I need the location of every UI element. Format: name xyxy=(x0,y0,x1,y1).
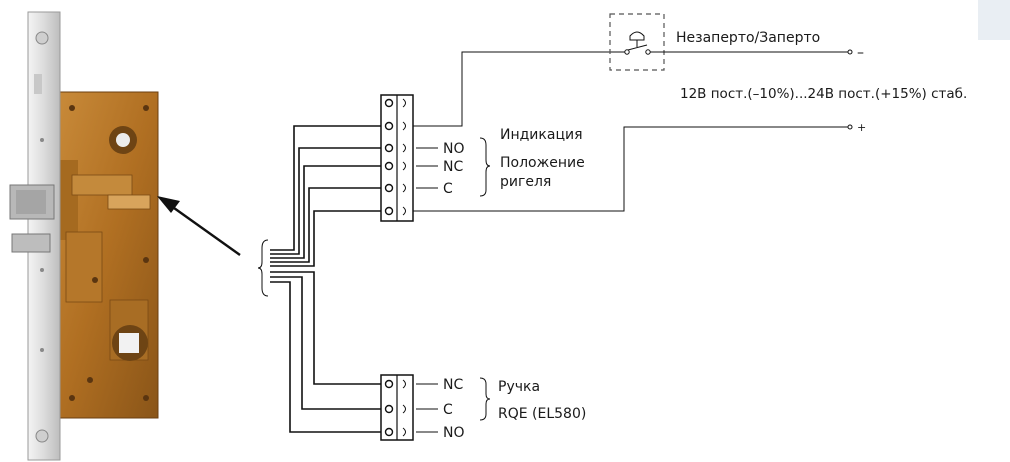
cable-bundle xyxy=(257,125,383,433)
indication-label: Индикация xyxy=(500,127,583,143)
lock-image xyxy=(9,11,159,461)
switch-label: Незаперто/Заперто xyxy=(676,30,820,46)
upper-terminal-block xyxy=(380,94,491,222)
plus-sign: + xyxy=(857,121,866,134)
pushbutton-switch-icon xyxy=(624,31,651,55)
switch-box xyxy=(609,13,665,71)
handle-label: Ручка xyxy=(498,379,540,395)
bolt-label: ригеля xyxy=(500,174,551,190)
upper-terminal-c: C xyxy=(443,181,453,197)
rqe-label: RQE (EL580) xyxy=(498,406,586,422)
corner-decoration xyxy=(978,0,1010,40)
lower-terminal-c: C xyxy=(443,402,453,418)
pointer-arrow xyxy=(157,196,241,256)
upper-terminal-nc: NC xyxy=(443,159,463,175)
bolt-position-label: Положение xyxy=(500,155,585,171)
upper-terminal-no: NO xyxy=(443,141,465,157)
power-supply-label: 12В пост.(–10%)...24В пост.(+15%) стаб. xyxy=(680,86,967,102)
minus-sign: – xyxy=(857,45,864,61)
lower-terminal-nc: NC xyxy=(443,377,463,393)
lower-terminal-block xyxy=(380,374,491,441)
lower-terminal-no: NO xyxy=(443,425,465,441)
switch-wiring xyxy=(413,13,853,212)
